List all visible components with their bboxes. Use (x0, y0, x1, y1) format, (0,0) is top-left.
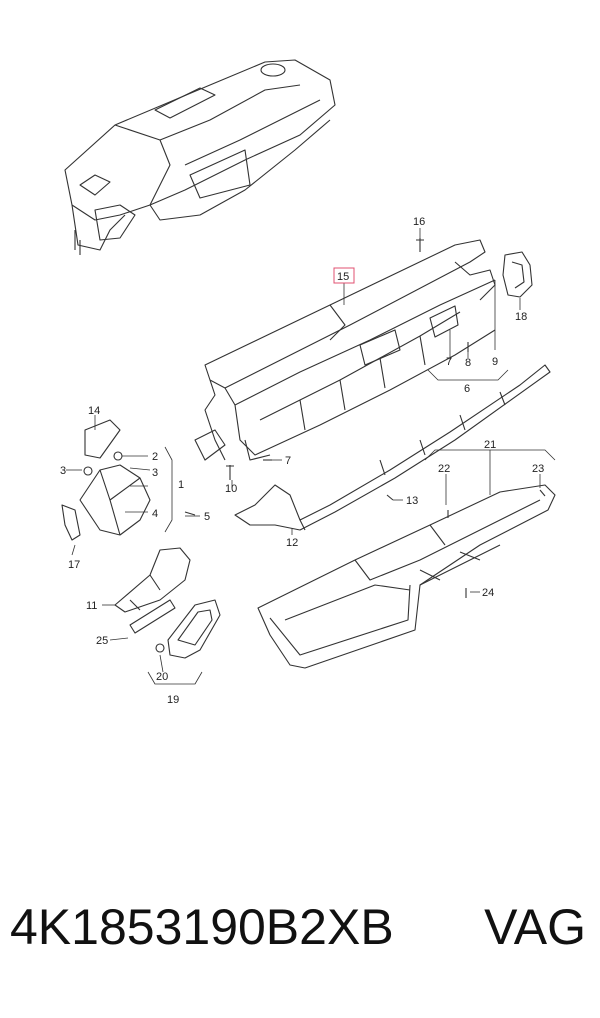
callout-9: 9 (492, 356, 498, 368)
callout-7b: 7 (285, 455, 291, 467)
callout-17: 17 (68, 559, 80, 571)
callout-1: 1 (178, 479, 184, 491)
callout-25: 25 (96, 635, 108, 647)
part-number-label: 4K1853190B2XB (10, 899, 394, 955)
callout-15-highlight (333, 267, 355, 284)
dashboard-overview-drawing (64, 59, 336, 255)
callout-6: 6 (464, 383, 470, 395)
callout-19: 19 (167, 694, 179, 706)
callout-5: 5 (204, 511, 210, 523)
callout-2: 2 (152, 451, 158, 463)
callout-16: 16 (413, 216, 425, 228)
callout-3b: 3 (60, 465, 66, 477)
callout-11: 11 (86, 600, 97, 612)
callout-14: 14 (88, 405, 100, 417)
callout-10: 10 (225, 483, 237, 495)
callout-13: 13 (406, 495, 418, 507)
callout-8: 8 (465, 357, 471, 369)
knee-trim-drawing (114, 547, 221, 659)
callout-labels: 15 16 18 9 7 8 6 14 2 3 3 1 4 5 7 10 13 … (60, 216, 544, 706)
callout-3a: 3 (152, 467, 158, 479)
callout-21: 21 (484, 439, 496, 451)
callout-7a: 7 (446, 356, 452, 368)
trim-strip-drawing (234, 364, 551, 531)
callout-4: 4 (152, 508, 158, 520)
leader-lines (66, 228, 556, 685)
lower-dash-panel-drawing (257, 484, 556, 669)
callout-20: 20 (156, 671, 168, 683)
callout-15: 15 (337, 271, 349, 283)
dashboard-carrier-drawing (194, 239, 496, 461)
left-bracket-assembly-drawing (61, 419, 151, 541)
callout-12: 12 (286, 537, 298, 549)
callout-18: 18 (515, 311, 527, 323)
callout-24: 24 (482, 587, 494, 599)
brand-label: VAG (484, 899, 586, 955)
side-cover-right-drawing (502, 251, 533, 298)
exploded-parts-diagram: 15 16 18 9 7 8 6 14 2 3 3 1 4 5 7 10 13 … (60, 59, 556, 706)
callout-23: 23 (532, 463, 544, 475)
fasteners-drawing (184, 238, 546, 598)
callout-22: 22 (438, 463, 450, 475)
